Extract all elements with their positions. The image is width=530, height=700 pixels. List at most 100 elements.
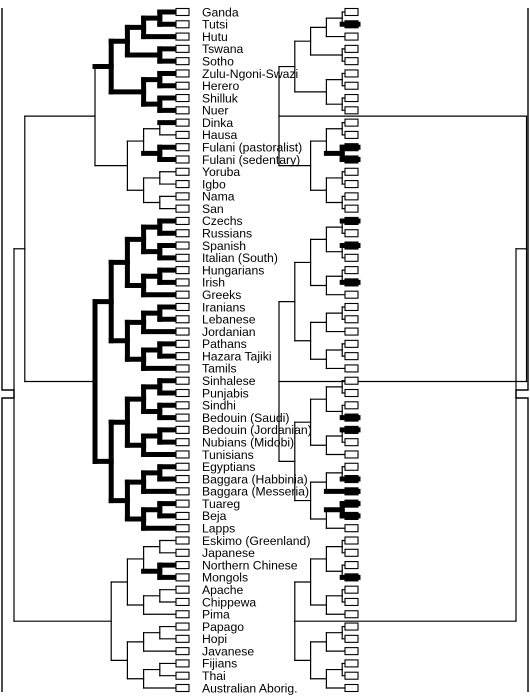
taxon-label: Fulani (sedentary) [202,153,300,167]
right-terminal-box [344,401,359,410]
right-terminal-box [344,118,359,127]
left-terminal-box [175,180,190,189]
taxon-label: Thai [202,669,226,683]
left-terminal-box [175,376,190,385]
left-terminal-box [175,561,190,570]
left-terminal-box [175,57,190,66]
taxon-label: Zulu-Ngoni-Swazi [202,67,298,81]
right-terminal-box [344,659,359,668]
left-terminal-box [175,499,190,508]
right-terminal-box [344,585,359,594]
left-terminal-box [175,20,190,29]
taxon-label: Sinhalese [202,374,256,388]
right-terminal-box [344,302,359,312]
left-terminal-box [175,610,190,619]
taxon-label: Baggara (Habbinia) [202,472,308,486]
taxon-label: Hungarians [202,263,264,277]
left-terminal-box [175,290,190,299]
taxon-label: Nubians (Midobi) [202,435,294,449]
taxon-label: Papago [202,620,244,634]
left-terminal-box [175,573,190,582]
right-terminal-boxes [344,7,359,693]
taxon-label: Czechs [202,214,243,228]
left-terminal-box [175,253,190,262]
left-terminal-box [175,622,190,631]
taxon-label: Hopi [202,632,227,646]
left-terminal-box [175,32,190,41]
right-terminal-box [344,462,359,471]
taxon-label: Hazara Tajiki [202,349,272,363]
left-terminal-box [175,487,190,496]
left-terminal-box [175,634,190,643]
taxon-label: Japanese [202,546,255,560]
left-terminal-box [175,315,190,324]
right-terminal-box [344,57,359,66]
left-terminal-box [175,364,190,373]
right-terminal-box [344,327,359,336]
taxon-label: Tamils [202,362,237,376]
taxon-label: Tutsi [202,18,228,32]
right-terminal-box [344,487,359,496]
right-terminal-box [344,352,359,361]
right-terminal-box [344,44,359,53]
right-terminal-box [344,192,359,201]
taxon-label: Nama [202,190,235,204]
right-terminal-box [344,524,359,533]
right-terminal-box [344,32,359,41]
taxon-label: Sindhi [202,399,236,413]
taxon-label: Hausa [202,128,237,142]
right-terminal-box [344,143,359,152]
left-terminal-box [175,302,190,312]
left-terminal-box [175,683,190,693]
taxon-label: Javanese [202,644,254,658]
taxon-label: Tswana [202,42,244,56]
taxon-label: Australian Aborig. [202,681,298,695]
left-terminal-box [175,216,190,225]
right-terminal-box [344,229,359,238]
taxon-label: Beja [202,509,227,523]
left-terminal-box [175,143,190,152]
taxon-label: Tuareg [202,497,240,511]
right-terminal-box [344,216,359,225]
taxon-label: Russians [202,227,252,241]
left-cladogram [13,9,179,689]
taxon-labels: GandaTutsiHutuTswanaSothoZulu-Ngoni-Swaz… [202,5,312,695]
taxon-label: Chippewa [202,595,256,609]
taxon-label: Jordanian [202,325,256,339]
left-terminal-box [175,81,190,90]
right-terminal-box [344,315,359,324]
taxon-label: Shilluk [202,91,239,105]
taxon-label: Fulani (pastoralist) [202,141,302,155]
right-terminal-box [344,167,359,176]
taxon-label: Greeks [202,288,241,302]
right-terminal-box [344,278,359,287]
left-terminal-box [175,450,190,459]
taxon-label: Irish [202,276,225,290]
left-terminal-box [175,93,190,103]
right-terminal-box [344,364,359,373]
left-terminal-box [175,647,190,656]
right-terminal-box [344,20,359,29]
left-terminal-box [175,524,190,533]
taxon-label: Herero [202,79,239,93]
right-terminal-box [344,671,359,680]
right-terminal-box [344,597,359,607]
taxon-label: Igbo [202,177,226,191]
left-terminal-box [175,106,190,115]
taxon-label: Hutu [202,30,228,44]
left-terminal-box [175,339,190,348]
left-terminal-box [175,44,190,53]
taxon-label: Eskimo (Greenland) [202,534,310,548]
taxon-label: Apache [202,583,244,597]
taxon-label: Ganda [202,5,239,19]
right-terminal-box [344,266,359,275]
right-terminal-box [344,69,359,78]
right-terminal-box [344,106,359,115]
right-terminal-box [344,339,359,348]
taxon-label: Punjabis [202,386,249,400]
taxon-label: Spanish [202,239,246,253]
right-outer-frame [515,8,529,692]
right-terminal-box [344,622,359,631]
taxon-label: Lapps [202,522,235,536]
